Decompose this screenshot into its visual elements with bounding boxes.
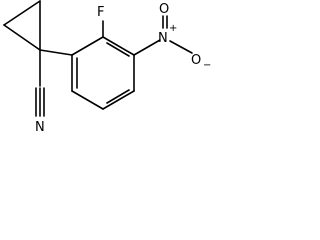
- nitrile-nitrogen-label: N: [35, 120, 45, 135]
- nitro-carbon-bond: [133, 39, 161, 56]
- ring-attachment-bond: [39, 49, 73, 56]
- nitro-positive-charge: +: [169, 23, 177, 34]
- benzene-double-bond-inner-b: [106, 42, 130, 57]
- cyclopropane-bond-left: [3, 0, 41, 26]
- fluorine-label: F: [97, 5, 104, 20]
- benzene-bond-2: [102, 36, 135, 56]
- nitro-oxygen-right-label: O: [191, 53, 201, 68]
- benzene-bond-5: [71, 90, 104, 110]
- structure-diagram: F N + O O − N: [0, 0, 224, 138]
- nitro-oxygen-top-label: O: [159, 2, 169, 17]
- nitro-negative-charge: −: [203, 60, 211, 71]
- nitro-single-bond-oxygen: [169, 40, 193, 54]
- molecule-drawing: F N + O O − N: [3, 0, 211, 135]
- cyclopropane-bond-bottom: [3, 24, 41, 51]
- benzene-bond-1: [71, 36, 104, 56]
- nitro-nitrogen-label: N: [158, 31, 168, 46]
- benzene-bond-4: [102, 90, 135, 110]
- benzene-double-bond-inner-c: [106, 89, 130, 104]
